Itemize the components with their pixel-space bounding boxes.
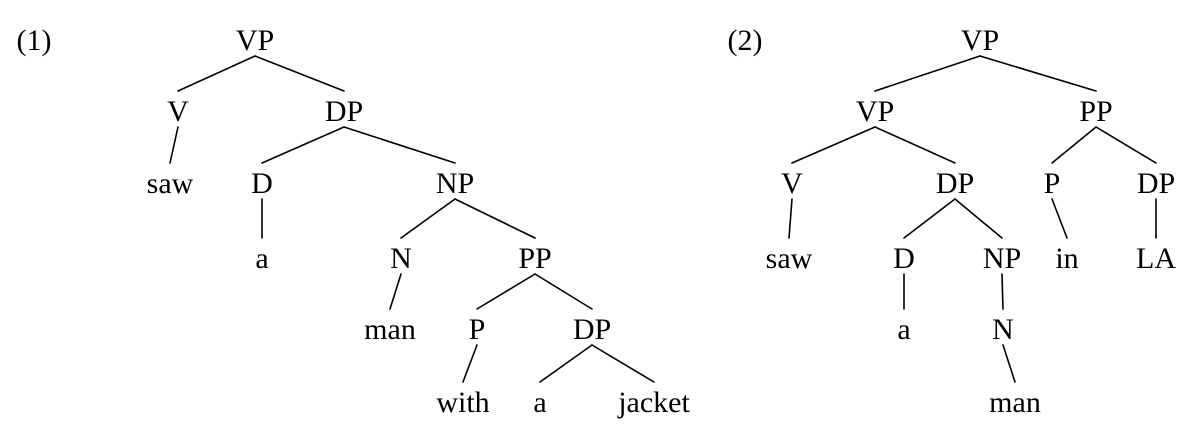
branch-n_vp-n_v <box>177 55 256 92</box>
node-np: NP <box>436 167 474 200</box>
branch-n_pp-n_dp2 <box>534 273 593 310</box>
tree-2: (2) VP VP PP V saw DP D a NP N man P in … <box>728 24 1177 419</box>
branch-m_pp-m_p <box>1051 126 1097 164</box>
branch-m_vp2-m_dp <box>874 126 956 164</box>
node-v: V <box>781 167 803 200</box>
branch-n_n-n_man <box>389 273 402 310</box>
branch-n_dp-n_d <box>261 126 345 164</box>
node-p: P <box>1044 167 1061 200</box>
branch-n_p-n_with <box>462 344 478 383</box>
tree-1: (1) VP V saw DP D a NP N man PP P with D… <box>17 24 691 419</box>
tree-1-edges <box>169 55 655 383</box>
node-n: N <box>390 242 412 275</box>
node-dp: DP <box>325 95 363 128</box>
tree-1-number: (1) <box>17 24 52 57</box>
branch-n_v-n_saw <box>169 126 179 164</box>
leaf-man: man <box>989 386 1041 419</box>
node-n: N <box>992 313 1014 346</box>
branch-n_dp-n_np <box>343 126 456 164</box>
leaf-saw: saw <box>766 242 813 275</box>
leaf-a: a <box>255 242 268 275</box>
branch-n_dp2-n_jacket <box>591 344 655 383</box>
branch-n_np-n_pp <box>454 198 536 239</box>
node-vp-inner: VP <box>856 95 894 128</box>
branch-m_np-m_n <box>1001 273 1004 310</box>
leaf-man: man <box>364 313 416 346</box>
branch-m_vp-m_pp <box>979 55 1097 92</box>
branch-n_pp-n_p <box>476 273 536 310</box>
branch-n_np-n_n <box>400 198 456 239</box>
node-dp: DP <box>936 167 974 200</box>
leaf-with: with <box>436 386 489 419</box>
node-vp-top: VP <box>961 24 999 57</box>
node-dp-object: DP <box>573 313 611 346</box>
branch-m_dp-m_d <box>903 198 956 239</box>
leaf-jacket: jacket <box>617 386 690 419</box>
branch-m_pp-m_dp2 <box>1095 126 1157 164</box>
node-pp: PP <box>1079 95 1112 128</box>
node-p: P <box>469 313 486 346</box>
node-vp: VP <box>236 24 274 57</box>
node-v: V <box>167 95 189 128</box>
node-np: NP <box>983 242 1021 275</box>
tree-2-edges <box>788 55 1157 383</box>
leaf-in: in <box>1055 242 1078 275</box>
node-d: D <box>893 242 915 275</box>
leaf-a-object: a <box>533 386 546 419</box>
node-dp-object: DP <box>1137 167 1175 200</box>
branch-m_vp-m_vp2 <box>874 55 981 92</box>
tree-2-number: (2) <box>728 24 763 57</box>
leaf-la: LA <box>1136 242 1176 275</box>
branch-m_dp-m_np <box>954 198 1003 239</box>
node-pp: PP <box>518 242 551 275</box>
branch-m_p-m_in <box>1051 198 1068 239</box>
branch-n_dp2-n_a2 <box>539 344 593 383</box>
branch-n_vp-n_dp <box>254 55 345 92</box>
leaf-saw: saw <box>147 167 194 200</box>
branch-m_vp2-m_v <box>791 126 876 164</box>
leaf-a: a <box>897 313 910 346</box>
branch-m_n-m_man <box>1002 344 1016 383</box>
branch-m_v-m_saw <box>788 198 793 239</box>
node-d: D <box>251 167 273 200</box>
